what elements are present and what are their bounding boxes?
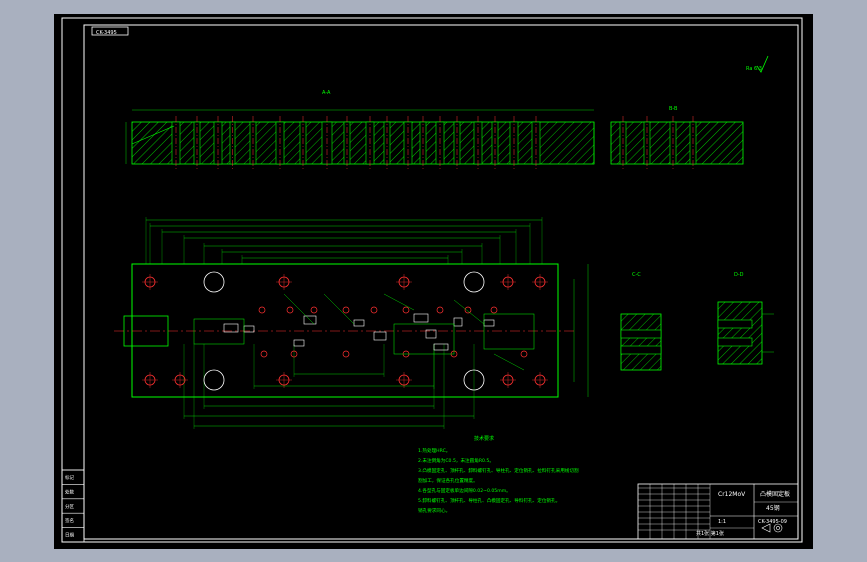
- tb-mark: Cr12MoV: [718, 491, 746, 498]
- leader-line: [323, 293, 355, 325]
- revision-row-label: 签名: [65, 517, 74, 524]
- code-box-text: CK-3495: [96, 30, 117, 36]
- revision-row-label: 日期: [65, 533, 74, 539]
- plan-view: [114, 217, 589, 429]
- small-section-views: C-C D-D: [620, 272, 774, 371]
- large-hole: [463, 369, 485, 391]
- large-hole: [203, 271, 225, 293]
- notes-line: 4.各型孔与固定板单边间隙0.02~0.05mm。: [418, 487, 511, 494]
- detail-outline: [393, 323, 455, 355]
- top-section-view: A-A: [125, 90, 595, 170]
- section-label-side: B-B: [669, 106, 678, 112]
- pin-hole: [464, 306, 472, 314]
- tb-drawing-no: CK-3495-09: [758, 519, 787, 525]
- outer-frame: [61, 17, 803, 543]
- punch-opening: [413, 313, 429, 323]
- projection-symbol: [761, 523, 783, 533]
- notes-line: 5.卸料螺钉孔、顶杆孔、导柱孔、凸模固定孔、导料钉孔、定位销孔。: [418, 497, 560, 504]
- pin-hole: [402, 306, 410, 314]
- revision-row-label: 分区: [65, 503, 74, 510]
- tb-sheet: 共1张 第1张: [696, 530, 724, 537]
- large-hole: [463, 271, 485, 293]
- inner-frame: [83, 24, 799, 540]
- roughness-symbol: Ra 6.3: [746, 55, 769, 73]
- pin-hole: [342, 306, 350, 314]
- leader-line: [383, 293, 415, 311]
- leader-line: [283, 293, 315, 325]
- pin-hole: [436, 306, 444, 314]
- section-label-d: D-D: [734, 272, 744, 278]
- large-hole: [203, 369, 225, 391]
- notes-title: 技术要求: [474, 435, 494, 442]
- leader-line: [453, 299, 485, 325]
- title-block: Cr12MoV 凸模固定板 45钢 CK-3495-09 1:1 共1张 第1张: [637, 483, 799, 540]
- pin-hole: [520, 350, 528, 358]
- top-chamfer-line: [131, 125, 175, 145]
- pin-hole: [260, 350, 268, 358]
- section-label-top: A-A: [322, 90, 331, 96]
- revision-row-label: 标记: [65, 474, 74, 481]
- pin-hole: [286, 306, 294, 314]
- punch-opening: [353, 319, 365, 327]
- revision-row-label: 处数: [65, 488, 74, 495]
- punch-opening: [303, 315, 317, 325]
- punch-opening: [483, 319, 495, 327]
- tb-scale: 1:1: [718, 519, 726, 525]
- code-box: [91, 26, 129, 36]
- pin-hole: [370, 306, 378, 314]
- punch-opening: [223, 323, 239, 333]
- leader-line: [493, 353, 525, 371]
- mechanical-drawing: CK-3495 Ra 6.3 A-A B-B: [61, 17, 803, 543]
- pin-hole: [258, 306, 266, 314]
- pin-hole: [310, 306, 318, 314]
- pin-hole: [490, 306, 498, 314]
- side-section-view: B-B: [610, 106, 744, 170]
- punch-opening: [373, 331, 387, 341]
- section-label-c: C-C: [632, 272, 641, 278]
- tb-material: 45钢: [766, 504, 780, 512]
- notes-line: 2.未注倒角为C0.5，未注圆角R0.5。: [418, 457, 494, 464]
- notes-line: 1.热处理HRC。: [418, 447, 450, 454]
- notes-line: 销孔要求同心。: [418, 507, 450, 514]
- punch-opening: [293, 339, 305, 347]
- roughness-value: Ra 6.3: [746, 66, 762, 72]
- notes-line: 3.凸模固定孔、顶杆孔、卸料螺钉孔、导柱孔、定位销孔、拉料钉孔采用线切割: [418, 467, 579, 474]
- detail-outline: [193, 318, 245, 345]
- pin-hole: [290, 350, 298, 358]
- pin-hole: [342, 350, 350, 358]
- notes-line: 割加工，保证各孔位置精度。: [418, 477, 478, 484]
- punch-opening: [453, 317, 463, 327]
- tb-part-name: 凸模固定板: [760, 490, 790, 498]
- cad-viewport[interactable]: CK-3495 Ra 6.3 A-A B-B: [54, 14, 813, 549]
- technical-notes: 技术要求 1.热处理HRC。 2.未注倒角为C0.5，未注圆角R0.5。 3.凸模固…: [418, 435, 579, 514]
- detail-outline: [483, 313, 535, 350]
- punch-opening: [425, 329, 437, 339]
- punch-opening: [433, 343, 449, 351]
